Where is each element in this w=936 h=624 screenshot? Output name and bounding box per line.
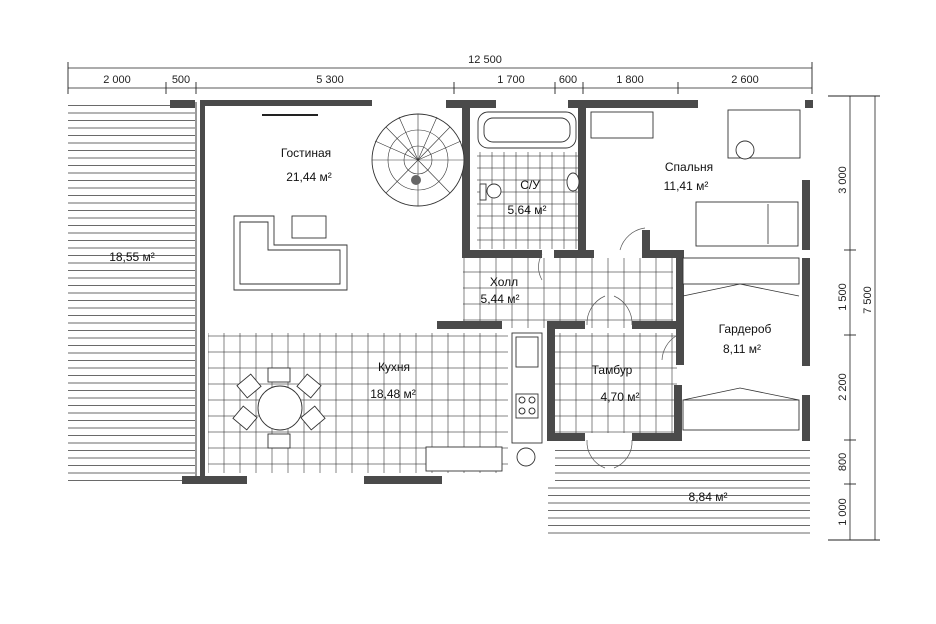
room-area-hall: 5,44 м² [481,292,520,306]
room-name-bedroom: Спальня [665,160,713,174]
room-name-hall: Холл [490,275,518,289]
bathroom-fixtures [477,111,580,201]
room-labels: Гостиная 21,44 м² С/У 5,64 м² Спальня 11… [109,146,771,504]
room-name-living: Гостиная [281,146,331,160]
room-name-vestibule: Тамбур [592,363,633,377]
terrace-bottom [548,446,810,540]
wardrobe-fixtures [682,257,800,431]
room-area-vestibule: 4,70 м² [601,390,640,404]
room-area-living: 21,44 м² [286,170,332,184]
walls [170,100,813,484]
dim-segment: 500 [172,74,190,86]
kitchen-fixtures [232,332,543,472]
spiral-staircase [371,113,465,207]
dim-segment: 1 800 [616,74,644,86]
dim-segment: 2 200 [837,373,849,401]
room-name-bath: С/У [520,178,540,192]
room-area-bath: 5,64 м² [508,203,547,217]
dim-segment: 1 700 [497,74,525,86]
terrace-left [68,102,197,482]
dim-total-width: 12 500 [468,54,502,66]
dim-segment: 3 000 [837,166,849,194]
dim-segment: 600 [559,74,577,86]
right-dimensions: 7 500 3 000 1 500 2 200 800 1 000 [828,95,880,541]
dim-segment: 2 600 [731,74,759,86]
dining-table [232,367,326,449]
room-name-kitchen: Кухня [378,360,410,374]
dim-segment: 1 500 [837,283,849,311]
dim-segment: 1 000 [837,498,849,526]
dim-segment: 5 300 [316,74,344,86]
door-swings [538,253,677,469]
room-area-bedroom: 11,41 м² [664,179,709,193]
terrace-bottom-area: 8,84 м² [689,490,728,504]
dim-segment: 800 [837,453,849,471]
living-furniture [233,113,465,291]
room-area-wardrobe: 8,11 м² [723,342,761,356]
top-dimensions: 12 500 2 000 500 5 300 1 700 600 1 800 2… [67,54,813,94]
room-name-wardrobe: Гардероб [719,322,772,336]
dim-segment: 2 000 [103,74,131,86]
bedroom-furniture [590,109,801,251]
dim-total-height: 7 500 [862,286,874,314]
terrace-left-area: 18,55 м² [109,250,155,264]
room-area-kitchen: 18,48 м² [370,387,416,401]
